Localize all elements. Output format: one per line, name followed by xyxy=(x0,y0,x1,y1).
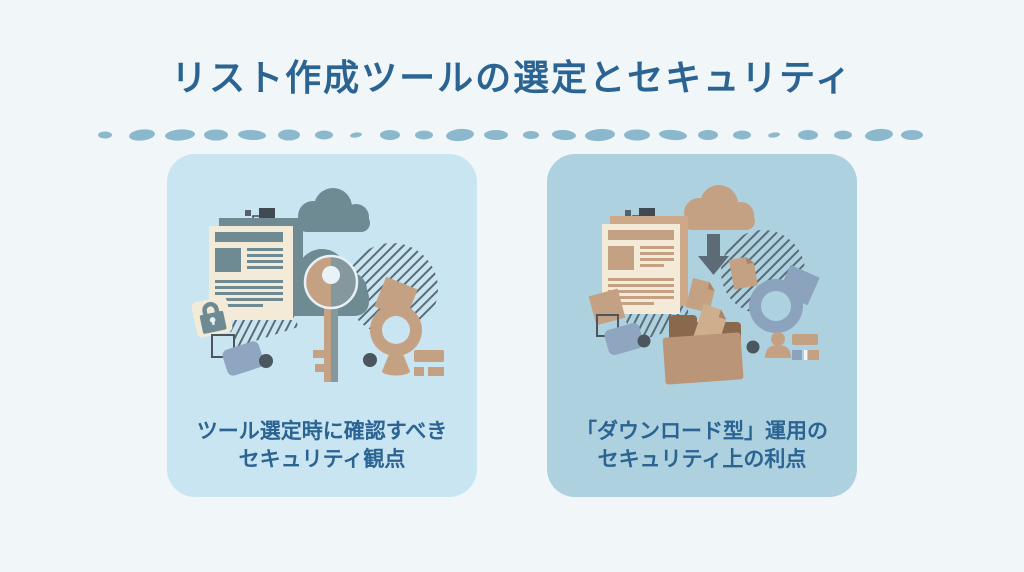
card-tool-selection: ツール選定時に確認すべき セキュリティ観点 xyxy=(167,154,477,498)
page-title: リスト作成ツールの選定とセキュリティ xyxy=(171,57,853,98)
padlock-icon xyxy=(191,296,233,338)
tag-icon xyxy=(596,314,651,356)
download-benefit-illustration xyxy=(588,185,820,385)
cloud-icon xyxy=(683,185,755,231)
file-icon xyxy=(685,257,758,314)
cloud-small-icon xyxy=(298,188,370,233)
document-icon xyxy=(602,216,688,315)
tag-icon xyxy=(211,334,273,376)
bars-decoration xyxy=(792,334,819,361)
key-icon xyxy=(303,254,359,383)
card-download-type: 「ダウンロード型」運用の セキュリティ上の利点 xyxy=(547,154,857,498)
card-caption: ツール選定時に確認すべき セキュリティ観点 xyxy=(196,419,448,471)
dot-decoration xyxy=(746,340,760,354)
download-arrow-icon xyxy=(698,234,729,276)
tool-security-illustration xyxy=(191,188,444,383)
folder-icon xyxy=(662,304,744,385)
dot-decoration xyxy=(363,353,377,368)
person-search-icon xyxy=(749,264,820,359)
divider-dots xyxy=(98,129,923,142)
search-ring-icon xyxy=(370,276,444,377)
card-caption: 「ダウンロード型」運用の セキュリティ上の利点 xyxy=(576,419,828,471)
cards-row: ツール選定時に確認すべき セキュリティ観点 xyxy=(0,154,1024,498)
